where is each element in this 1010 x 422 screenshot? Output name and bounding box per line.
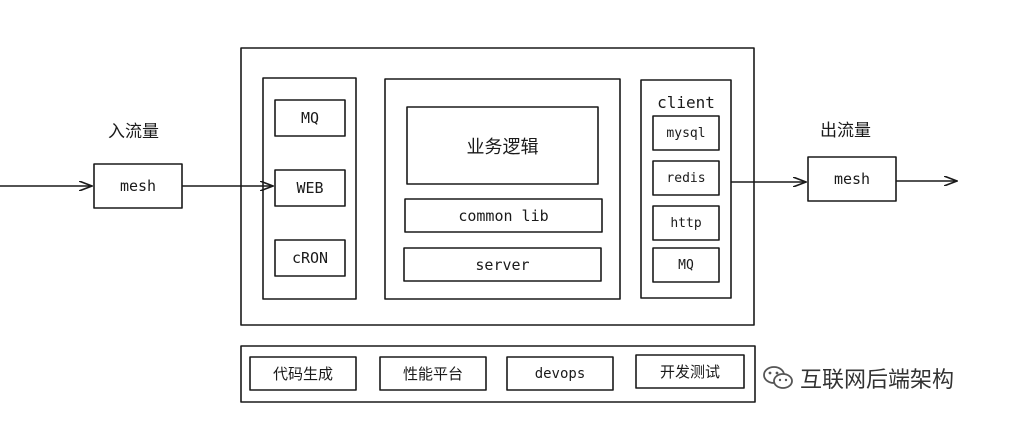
http-box: [652, 205, 720, 241]
mq-input-label: MQ: [300, 109, 320, 127]
redis-label: redis: [666, 170, 706, 186]
platform-box-1: [249, 356, 357, 391]
client-label: client: [657, 92, 715, 112]
platform-item-3: devops: [534, 365, 586, 382]
platform-box-4: [635, 354, 745, 389]
common-lib-label: common lib: [458, 206, 549, 225]
platform-box-2: [379, 356, 487, 391]
cron-label: cRON: [291, 249, 329, 267]
mesh-out-box: [807, 156, 897, 202]
in-traffic-label: 入流量: [108, 122, 159, 142]
platform-bar: [240, 345, 756, 403]
mq-input-box: [274, 99, 346, 137]
platform-item-2: 性能平台: [402, 365, 463, 383]
redis-box: [652, 160, 720, 196]
server-label: server: [475, 255, 530, 274]
web-label: WEB: [296, 179, 324, 197]
mq-client-box: [652, 247, 720, 283]
watermark-text: 互联网后端架构: [800, 368, 955, 393]
mq-client-label: MQ: [678, 257, 694, 273]
wechat-icon: [763, 366, 793, 389]
http-label: http: [670, 215, 702, 231]
business-logic-box: [406, 106, 599, 185]
server-box: [403, 247, 602, 282]
watermark: 互联网后端架构: [762, 362, 954, 394]
common-lib-box: [404, 198, 603, 233]
mesh-out-label: mesh: [833, 170, 871, 188]
mysql-box: [652, 115, 720, 151]
platform-item-1: 代码生成: [272, 365, 333, 383]
platform-box-3: [506, 356, 614, 391]
business-logic-label: 业务逻辑: [466, 136, 539, 158]
logic-panel: [384, 78, 621, 300]
out-traffic-label: 出流量: [820, 121, 871, 141]
web-box: [274, 169, 346, 207]
platform-item-4: 开发测试: [659, 363, 720, 381]
mysql-label: mysql: [666, 125, 706, 141]
cron-box: [274, 239, 346, 277]
mesh-in-label: mesh: [119, 177, 157, 195]
client-column: [640, 79, 732, 299]
